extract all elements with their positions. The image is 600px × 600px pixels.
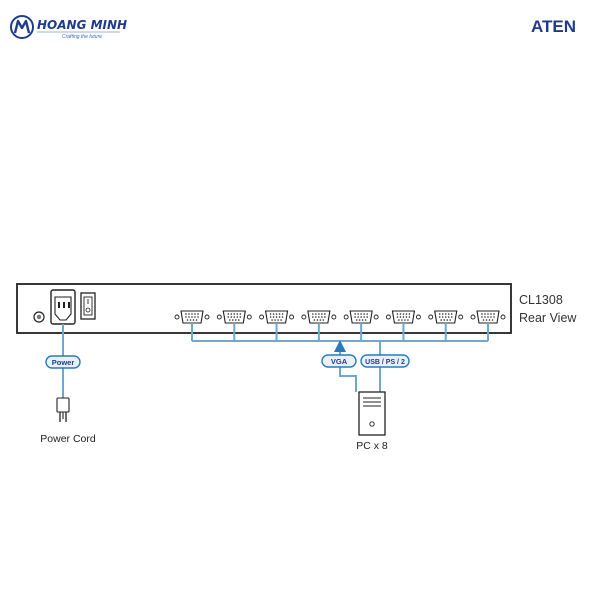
device-model-label: CL1308	[519, 293, 563, 307]
ground-screw-icon	[33, 311, 45, 323]
vga-port-icon	[216, 310, 252, 324]
pc-tower-icon	[358, 391, 386, 436]
device-chassis	[16, 283, 512, 334]
vga-tag-label: VGA	[331, 357, 348, 366]
vga-tag: VGA	[321, 354, 357, 368]
vga-arrow-icon	[334, 340, 346, 352]
kvm-port-group	[174, 310, 506, 324]
logo-tagline: Crafting the future	[62, 34, 102, 40]
power-inlet-icon	[50, 289, 76, 325]
usb-ps2-tag-label: USB / PS / 2	[365, 359, 405, 366]
logo-name: HOANG MINH	[37, 18, 127, 32]
power-tag-label: Power	[52, 358, 75, 367]
power-cord-label: Power Cord	[40, 433, 96, 445]
power-plug-icon	[56, 397, 70, 422]
vga-port-icon	[259, 310, 295, 324]
vga-port-icon	[428, 310, 464, 324]
pc-count-label: PC x 8	[356, 440, 388, 452]
usb-ps2-tag: USB / PS / 2	[360, 354, 410, 368]
vga-port-icon	[470, 310, 506, 324]
vga-port-icon	[301, 310, 337, 324]
vga-port-icon	[174, 310, 210, 324]
device-view-label: Rear View	[519, 311, 577, 325]
vga-port-icon	[385, 310, 421, 324]
device-rear-panel	[16, 283, 512, 334]
power-tag: Power	[45, 355, 81, 369]
hoang-minh-logo: HOANG MINH Crafting the future	[10, 15, 127, 40]
vga-port-icon	[343, 310, 379, 324]
aten-brand: ATEN	[531, 17, 576, 36]
power-switch-icon	[80, 292, 96, 320]
hoang-minh-emblem-icon	[10, 15, 34, 39]
